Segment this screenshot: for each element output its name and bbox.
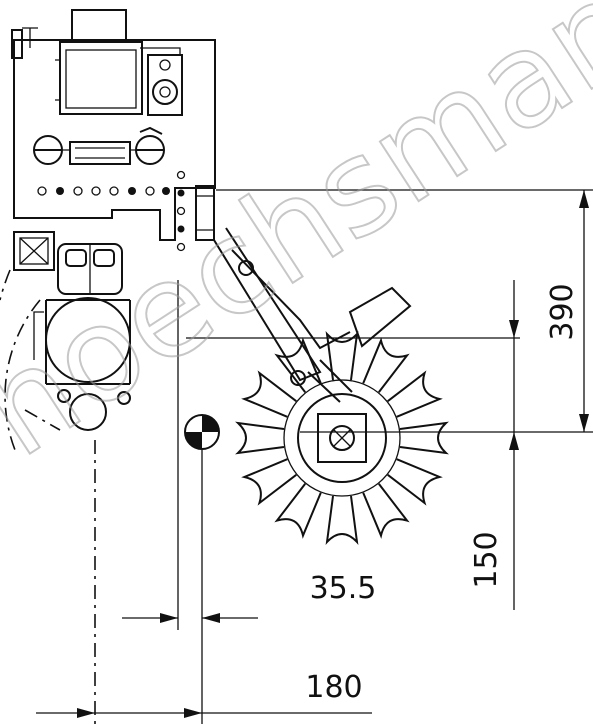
dimension-180: 180 <box>305 670 362 705</box>
wheel-spoke <box>362 337 410 393</box>
center-of-gravity-symbol <box>184 414 220 450</box>
wheel-spoke <box>387 458 443 506</box>
guide-rollers <box>33 126 165 165</box>
wheel-spoke <box>399 421 449 455</box>
wheel-spoke <box>387 370 443 418</box>
dimension-lines <box>36 189 593 724</box>
reel-motor <box>33 243 131 431</box>
wheel-spoke <box>362 483 410 539</box>
wheel-spoke <box>325 495 359 545</box>
hole-row <box>37 170 186 252</box>
dimension-35-5: 35.5 <box>310 571 377 606</box>
wheel-spoke <box>325 331 359 381</box>
dimension-390: 390 <box>545 283 580 340</box>
drive-motor <box>55 9 183 116</box>
sensor-box <box>13 231 55 271</box>
wheel-spoke <box>274 483 322 539</box>
swing-arc <box>0 269 61 451</box>
wheel-spoke <box>274 337 322 393</box>
wheel-spoke <box>241 458 297 506</box>
watermark: hoechsmann <box>0 0 593 487</box>
wheel-spoke <box>235 421 285 455</box>
dimension-150: 150 <box>469 531 504 588</box>
wheel-spoke <box>241 370 297 418</box>
star-wheel <box>235 331 449 545</box>
mounting-plate <box>11 27 216 241</box>
